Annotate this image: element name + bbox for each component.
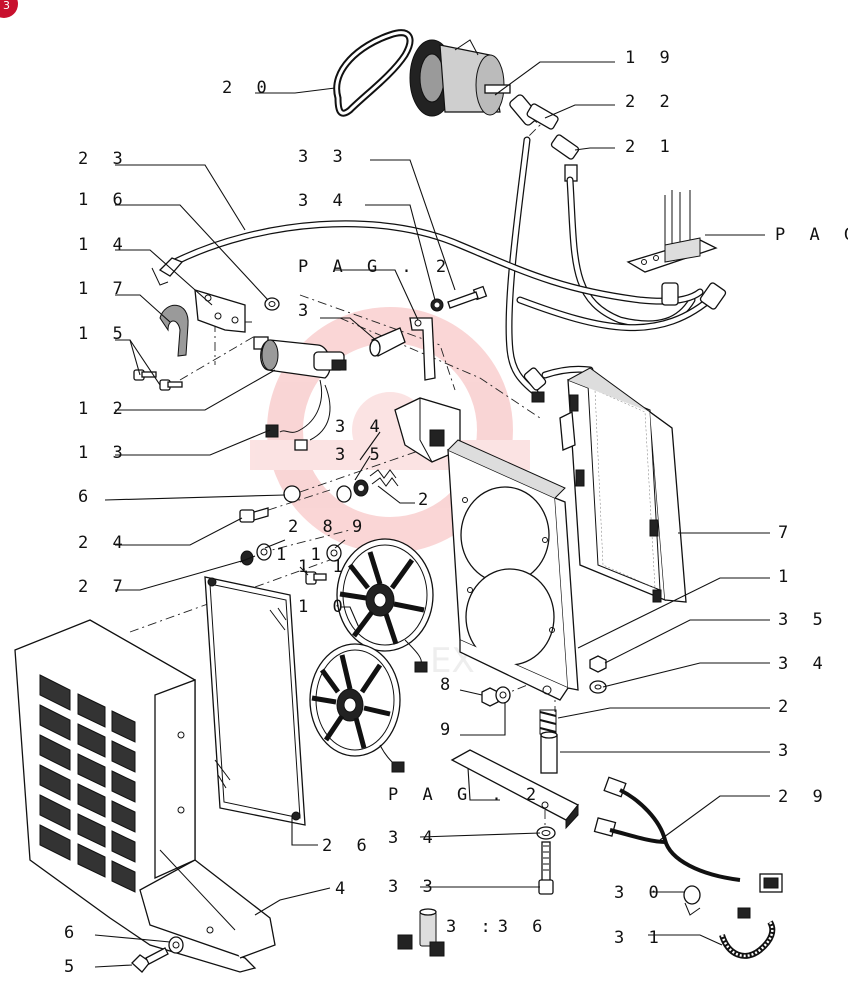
label-20: 2 0 — [222, 78, 274, 98]
label-22: 2 2 — [625, 92, 677, 112]
bolt-24 — [239, 507, 269, 523]
washer-stack-mid — [283, 479, 369, 503]
label-33-top: 3 3 — [298, 147, 350, 167]
spring-2-right — [539, 709, 557, 735]
bolt-33-lower — [538, 841, 554, 895]
clip-30 — [683, 885, 701, 916]
condenser-7 — [559, 367, 687, 603]
label-35-right: 3 5 — [778, 610, 830, 630]
fan-mounting-frame — [447, 439, 579, 701]
label-2-mid: 2 — [418, 490, 435, 510]
label-29: 2 9 — [778, 787, 830, 807]
label-28: 2 8 — [288, 517, 340, 537]
mounting-block — [394, 397, 461, 463]
label-34-mid: 3 4 — [335, 417, 387, 437]
washer-27 — [240, 550, 254, 566]
page-badge-number: 3 — [3, 0, 10, 12]
leader-lines — [94, 61, 770, 968]
label-4: 4 — [335, 879, 352, 899]
label-19: 1 9 — [625, 48, 677, 68]
cable-strap-31 — [719, 907, 776, 959]
label-11-b: 1 1 — [298, 557, 350, 577]
washer-28 — [256, 543, 272, 561]
gasket-panel-26 — [204, 576, 306, 826]
bolt-5 — [131, 947, 169, 973]
ac-compressor — [409, 39, 539, 126]
hose-fitting-21 — [550, 134, 580, 182]
washer-9-lower — [495, 686, 511, 704]
label-17: 1 7 — [78, 279, 130, 299]
label-8: 8 — [440, 675, 457, 695]
wire-harness-13 — [265, 379, 331, 451]
label-35-mid: 3 5 — [335, 445, 387, 465]
label-12: 1 2 — [78, 399, 130, 419]
bracket-lower — [450, 749, 580, 830]
label-27: 2 7 — [78, 577, 130, 597]
spacer-3-right — [540, 731, 558, 774]
receiver-drier-12 — [253, 336, 347, 379]
bolts-15 — [133, 369, 183, 391]
label-9-lower: 9 — [440, 720, 457, 740]
spacer-3-top — [369, 327, 406, 357]
bolt-33-top — [447, 285, 488, 309]
label-pag-2-bottom: P A G . 2 — [388, 785, 543, 805]
label-3-top: 3 — [298, 301, 315, 321]
refrigerant-hoses — [171, 136, 719, 396]
wiring-harness-29 — [593, 776, 783, 893]
label-34-lower: 3 4 — [388, 828, 440, 848]
label-14: 1 4 — [78, 235, 130, 255]
label-31: 3 1 — [614, 928, 666, 948]
label-21: 2 1 — [625, 137, 677, 157]
label-13: 1 3 — [78, 443, 130, 463]
label-34-right: 3 4 — [778, 654, 830, 674]
label-pag-2-top: P A G . 2 — [298, 257, 453, 277]
label-30: 3 0 — [614, 883, 666, 903]
label-1: 1 — [778, 567, 795, 587]
label-36: 3 :3 6 — [446, 917, 549, 937]
fan-lower — [309, 643, 405, 773]
fan-upper — [336, 538, 434, 673]
label-3-right: 3 — [778, 741, 795, 761]
nut-8 — [481, 687, 499, 707]
label-2-right: 2 — [778, 697, 795, 717]
hose-end-fitting-23 — [151, 257, 184, 286]
washer-9-upper — [326, 544, 342, 562]
grille-cover-4 — [14, 619, 276, 973]
washer-34-top — [430, 298, 444, 312]
label-7: 7 — [778, 523, 795, 543]
clamp-17 — [159, 304, 189, 357]
label-5: 5 — [64, 957, 81, 977]
label-16: 1 6 — [78, 190, 130, 210]
label-11-a: 1 1 — [276, 545, 328, 565]
label-6-mid: 6 — [78, 487, 95, 507]
label-23: 2 3 — [78, 149, 130, 169]
label-24: 2 4 — [78, 533, 130, 553]
label-15: 1 5 — [78, 324, 130, 344]
pipe-bracket-upper-right — [626, 190, 718, 273]
label-6-lower: 6 — [64, 923, 81, 943]
label-9-upper: 9 — [352, 517, 369, 537]
washer-34-right — [589, 680, 607, 694]
label-34-top: 3 4 — [298, 191, 350, 211]
label-26: 2 6 — [322, 836, 374, 856]
label-10: 1 0 — [298, 597, 350, 617]
label-pag-right: P A G . — [775, 225, 848, 245]
nut-35-right — [589, 655, 607, 673]
fitting-16-nut — [264, 297, 280, 311]
watermark-logo: EX — [250, 307, 530, 681]
label-33-lower: 3 3 — [388, 877, 440, 897]
reference-labels: 2 0 1 9 2 2 2 1 2 3 3 3 1 6 3 4 P A G . … — [64, 48, 848, 977]
kit-36 — [397, 908, 445, 957]
hose-connectors-right — [523, 282, 727, 403]
washer-6-lower — [168, 936, 184, 954]
bolt-11 — [305, 571, 327, 585]
spring-2-mid — [369, 469, 399, 487]
hose-fitting-22 — [526, 103, 559, 130]
page-badge: 3 — [0, 0, 18, 18]
drive-belt — [333, 29, 414, 117]
